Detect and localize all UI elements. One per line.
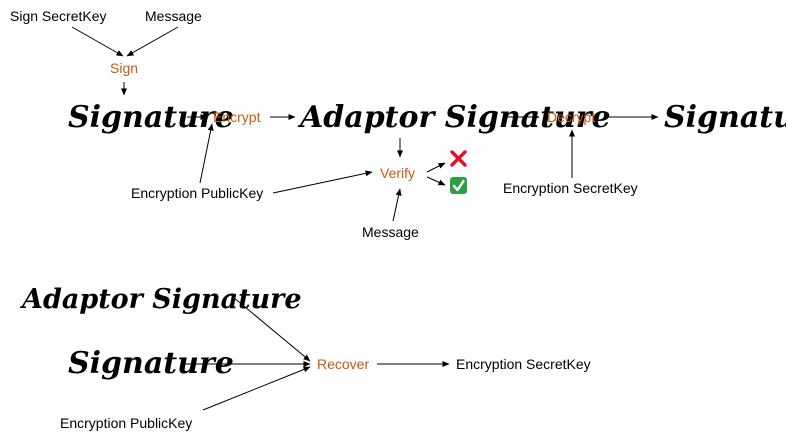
encryption-publickey-label-bottom: Encryption PublicKey bbox=[60, 415, 192, 431]
arrow-secretkey-to-sign bbox=[71, 26, 124, 57]
verify-operation: Verify bbox=[380, 165, 415, 181]
arrow-verify-to-pass bbox=[426, 176, 446, 186]
encrypt-operation: Encrypt bbox=[213, 109, 261, 125]
arrow-verify-to-fail bbox=[426, 162, 446, 173]
encryption-publickey-label-top: Encryption PublicKey bbox=[131, 185, 263, 201]
arrow-message-to-sign bbox=[126, 26, 179, 57]
check-mark-icon bbox=[450, 177, 467, 194]
decrypt-operation: Decrypt bbox=[547, 109, 595, 125]
adaptor-signature-top: Adaptor Signature bbox=[297, 100, 611, 135]
sign-secretkey-label: Sign SecretKey bbox=[10, 8, 107, 24]
signature-1: Signature bbox=[68, 100, 234, 135]
adaptor-signature-bottom: Adaptor Signature bbox=[19, 284, 302, 315]
encryption-secretkey-label-bottom: Encryption SecretKey bbox=[456, 356, 591, 372]
arrow-adaptor-to-recover bbox=[232, 296, 311, 362]
encryption-secretkey-label-top: Encryption SecretKey bbox=[503, 180, 638, 196]
arrow-publickey-to-verify bbox=[272, 170, 373, 194]
message-label-verify: Message bbox=[362, 224, 419, 240]
arrow-publickey-to-encrypt bbox=[199, 123, 214, 184]
recover-operation: Recover bbox=[317, 356, 369, 372]
message-label-top: Message bbox=[145, 8, 202, 24]
cross-mark-icon bbox=[450, 150, 467, 167]
signature-2: Signature bbox=[664, 100, 786, 135]
arrow-publickey-to-recover bbox=[202, 366, 311, 411]
arrow-message-to-verify bbox=[392, 188, 402, 222]
sign-operation: Sign bbox=[110, 60, 138, 76]
